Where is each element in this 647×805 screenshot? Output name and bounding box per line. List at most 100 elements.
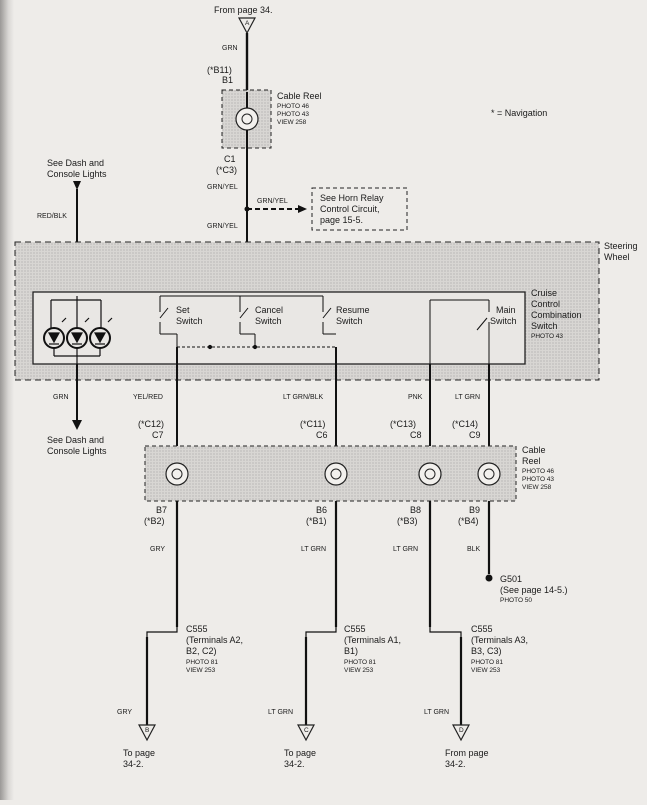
navigation-note: * = Navigation — [491, 108, 547, 118]
dash-lights-top-2: Console Lights — [47, 169, 107, 179]
c555-3-photo: PHOTO 81 — [471, 659, 503, 666]
dash-lights-top-1: See Dash and — [47, 158, 104, 168]
combo-line-1: Cruise — [531, 288, 557, 298]
cable-reel-top-photo-46: PHOTO 46 — [277, 103, 309, 110]
wire-pnk: PNK — [408, 394, 423, 401]
pin-b4: (*B4) — [458, 516, 479, 526]
c555-2-name: C555 — [344, 624, 366, 634]
to-page-b-2: 34-2. — [123, 759, 144, 769]
pin-c11: (*C11) — [300, 419, 325, 429]
c555-3-view: VIEW 253 — [471, 667, 501, 674]
to-page-c-2: 34-2. — [284, 759, 305, 769]
c555-2-view: VIEW 253 — [344, 667, 374, 674]
horn-relay-line-2: Control Circuit, — [320, 204, 380, 214]
from-page-label: From page 34. — [214, 5, 273, 15]
cable-reel-bottom-1: Cable — [522, 445, 546, 455]
switch-wires — [176, 347, 490, 446]
pin-b8: B8 — [410, 505, 421, 515]
cable-reel-top-view-258: VIEW 258 — [277, 119, 307, 126]
main-switch-2: Switch — [490, 316, 517, 326]
set-switch-2: Switch — [176, 316, 203, 326]
resume-switch-2: Switch — [336, 316, 363, 326]
wire-lt-grn-1: LT GRN — [301, 546, 326, 553]
c555-2-photo: PHOTO 81 — [344, 659, 376, 666]
wire-red-blk-label: RED/BLK — [37, 213, 67, 220]
pin-c1: C1 — [224, 154, 236, 164]
arrow-dash-bottom — [72, 420, 82, 430]
pin-c14: (*C14) — [452, 419, 478, 429]
wire-lt-grn-top: LT GRN — [455, 394, 480, 401]
wire-lt-grn-bottom-2: LT GRN — [424, 709, 449, 716]
resume-switch-1: Resume — [336, 305, 370, 315]
wire-grn-yel-branch: GRN/YEL — [257, 198, 288, 205]
cable-reel-top-title: Cable Reel — [277, 91, 322, 101]
pin-b11: (*B11) — [207, 65, 232, 75]
horn-relay-line-1: See Horn Relay — [320, 193, 384, 203]
steering-wheel-1: Steering — [604, 241, 638, 251]
cancel-switch-1: Cancel — [255, 305, 283, 315]
wire-gry-bottom: GRY — [117, 709, 132, 716]
connector-d-letter: D — [459, 727, 464, 734]
cable-reel-bottom-view-258: VIEW 258 — [522, 484, 552, 491]
wire-blk: BLK — [467, 546, 481, 553]
c555-3-line-2: B3, C3) — [471, 646, 502, 656]
pin-c3: (*C3) — [216, 165, 237, 175]
cable-reel-top-photo-43: PHOTO 43 — [277, 111, 309, 118]
connector-a-letter: A — [245, 20, 250, 27]
indicator-lamps — [43, 296, 113, 364]
dash-lights-bottom-1: See Dash and — [47, 435, 104, 445]
cable-reel-bottom-2: Reel — [522, 456, 541, 466]
wire-lt-grn-bottom-1: LT GRN — [268, 709, 293, 716]
pin-c8: C8 — [410, 430, 422, 440]
ground-photo: PHOTO 50 — [500, 597, 532, 604]
connector-a-triangle: A — [238, 17, 256, 35]
wire-grn-yel-2: GRN/YEL — [207, 223, 238, 230]
connector-c-letter: C — [304, 727, 309, 734]
wire-yel-red: YEL/RED — [133, 394, 163, 401]
lower-wires — [145, 501, 491, 725]
c555-2-line-1: (Terminals A1, — [344, 635, 401, 645]
wire-lt-grn-2: LT GRN — [393, 546, 418, 553]
wire-grn-top: GRN — [222, 45, 238, 52]
dash-lights-bottom-2: Console Lights — [47, 446, 107, 456]
cancel-switch-2: Switch — [255, 316, 282, 326]
combo-line-3: Combination — [531, 310, 582, 320]
bottom-connector-triangles — [138, 724, 470, 742]
to-page-c-1: To page — [284, 748, 316, 758]
c555-1-view: VIEW 253 — [186, 667, 216, 674]
c555-3-line-1: (Terminals A3, — [471, 635, 528, 645]
c555-3-name: C555 — [471, 624, 493, 634]
pin-c7: C7 — [152, 430, 164, 440]
pin-b1: B1 — [222, 75, 233, 85]
set-switch-1: Set — [176, 305, 190, 315]
main-switch-1: Main — [496, 305, 516, 315]
wire-gry: GRY — [150, 546, 165, 553]
pin-c12: (*C12) — [138, 419, 164, 429]
c555-1-line-1: (Terminals A2, — [186, 635, 243, 645]
ground-note: (See page 14-5.) — [500, 585, 568, 595]
c555-1-photo: PHOTO 81 — [186, 659, 218, 666]
cable-reel-bottom-photo-46: PHOTO 46 — [522, 468, 554, 475]
pin-b3: (*B3) — [397, 516, 418, 526]
pin-c9: C9 — [469, 430, 481, 440]
arrow-dash-top — [73, 181, 81, 190]
combo-line-4: Switch — [531, 321, 558, 331]
combination-switch-box — [32, 291, 526, 365]
pin-c6: C6 — [316, 430, 328, 440]
pin-b6: B6 — [316, 505, 327, 515]
combo-photo: PHOTO 43 — [531, 333, 563, 340]
ground-name: G501 — [500, 574, 522, 584]
pin-b2: (*B2) — [144, 516, 165, 526]
c555-1-line-2: B2, C2) — [186, 646, 217, 656]
cable-reel-bottom-photo-43: PHOTO 43 — [522, 476, 554, 483]
to-page-b-1: To page — [123, 748, 155, 758]
horn-relay-line-3: page 15-5. — [320, 215, 363, 225]
pin-b1-reel: (*B1) — [306, 516, 327, 526]
from-page-d-2: 34-2. — [445, 759, 466, 769]
page-edge-shadow — [0, 0, 14, 800]
c555-connectors — [146, 627, 462, 637]
pin-b7: B7 — [156, 505, 167, 515]
wire-grn-yel-1: GRN/YEL — [207, 184, 238, 191]
